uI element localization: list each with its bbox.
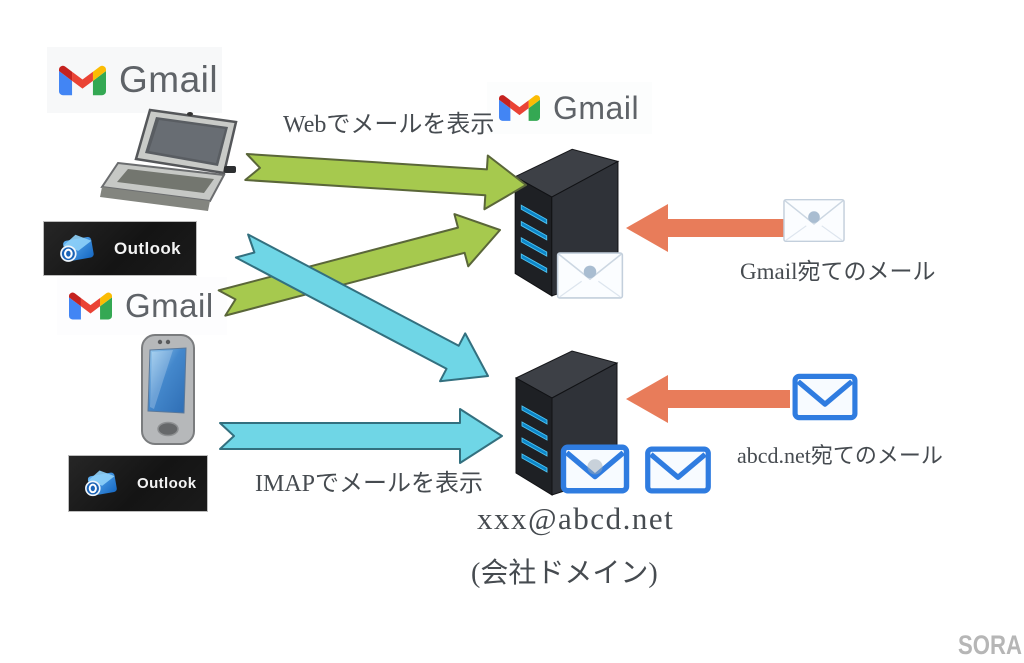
label-company-domain: (会社ドメイン) <box>471 558 658 589</box>
outlook-banner-top: Outlook <box>43 221 197 276</box>
gmail-logo-mid-left: Gmail <box>57 277 227 335</box>
arrow-outlook-to-company-server <box>234 233 489 383</box>
arrow-web-to-gmail-server <box>244 153 527 211</box>
label-mail-to-gmail: Gmail宛てのメール <box>740 259 936 284</box>
outlook-wordmark: Outlook <box>114 238 182 258</box>
arrow-mail-to-gmail-server <box>626 204 786 252</box>
smartphone-icon <box>141 334 195 445</box>
label-mail-to-abcd: abcd.net宛てのメール <box>737 443 943 468</box>
gmail-m-icon <box>59 65 106 95</box>
gmail-logo-top-left: Gmail <box>47 47 222 113</box>
envelope-white-incoming-gmail-icon <box>783 198 845 243</box>
sora-watermark: SORA <box>958 630 1022 660</box>
gmail-wordmark: Gmail <box>119 59 219 100</box>
label-web-mail-view: Webでメールを表示 <box>283 112 495 138</box>
outlook-banner-bottom: Outlook <box>68 455 208 512</box>
envelope-blue-on-company-server-icon-1 <box>560 444 630 494</box>
envelope-white-on-gmail-server-icon <box>556 252 624 299</box>
gmail-m-icon <box>69 292 112 320</box>
gmail-logo-top-center: Gmail <box>487 82 652 134</box>
arrow-mail-to-company-server <box>626 375 790 423</box>
arrow-imap-to-company-server <box>219 408 503 464</box>
gmail-wordmark: Gmail <box>125 287 214 324</box>
outlook-wordmark: Outlook <box>137 475 197 492</box>
arrow-gmail-app-to-gmail-server <box>217 213 501 317</box>
outlook-icon <box>85 470 117 497</box>
label-company-address: xxx@abcd.net <box>477 501 675 536</box>
outlook-icon <box>60 234 94 262</box>
gmail-m-icon <box>499 95 540 121</box>
gmail-wordmark: Gmail <box>553 89 640 126</box>
laptop-icon <box>100 108 238 211</box>
label-imap-mail-view: IMAPでメールを表示 <box>255 471 484 497</box>
envelope-blue-on-company-server-icon-2 <box>645 446 711 494</box>
envelope-blue-incoming-company-icon <box>792 373 858 421</box>
